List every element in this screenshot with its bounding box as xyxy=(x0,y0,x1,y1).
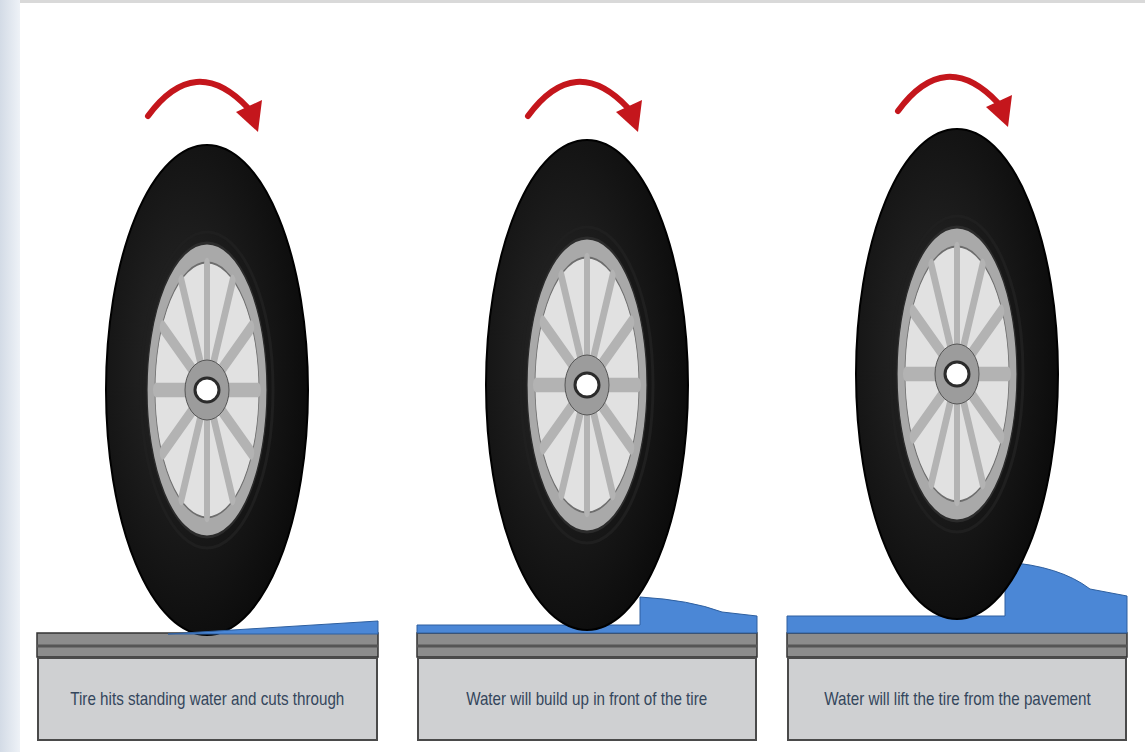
caption-box: Water will lift the tire from the paveme… xyxy=(787,657,1127,741)
road-surface xyxy=(787,633,1127,657)
tire-wheel xyxy=(856,129,1058,619)
top-edge xyxy=(20,0,1145,3)
tire-wheel xyxy=(486,140,688,630)
side-strip xyxy=(0,0,20,752)
road-surface xyxy=(417,633,757,657)
standing-water xyxy=(168,621,378,634)
rotation-arrow xyxy=(528,82,642,132)
caption-box: Tire hits standing water and cuts throug… xyxy=(37,657,378,741)
caption-text: Tire hits standing water and cuts throug… xyxy=(70,688,344,710)
road-layer-line xyxy=(37,645,378,648)
rotation-arrow xyxy=(148,82,262,132)
road-layer-line xyxy=(787,645,1127,648)
road-surface xyxy=(37,633,378,657)
road-layer-line xyxy=(417,645,757,648)
rotation-arrow xyxy=(898,77,1012,127)
caption-box: Water will build up in front of the tire xyxy=(417,657,757,741)
caption-text: Water will lift the tire from the paveme… xyxy=(824,688,1090,710)
caption-text: Water will build up in front of the tire xyxy=(466,688,707,710)
tire-wheel xyxy=(106,145,308,635)
